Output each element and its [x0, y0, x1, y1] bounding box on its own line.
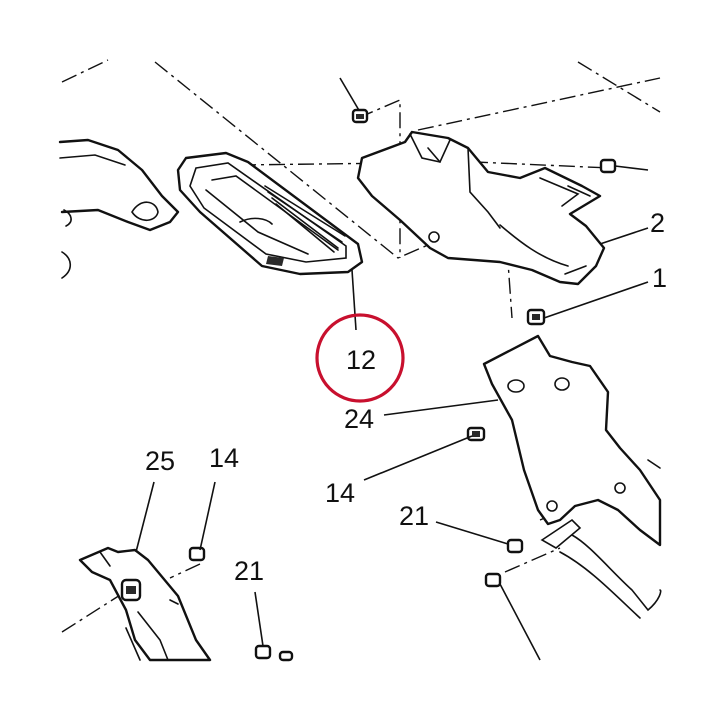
screw-top: [339, 77, 369, 124]
cover-part-2: [356, 130, 606, 286]
vent-grille-part-12: [176, 151, 364, 276]
lower-bracket: [482, 334, 662, 619]
callout-24-label: 24: [344, 404, 374, 434]
screw-14-right: [466, 426, 486, 442]
callout-1-label: 1: [652, 263, 667, 293]
bracket-part-25: [78, 546, 212, 662]
callout-12-highlight-circle: [315, 313, 405, 403]
screw-lower-right: [484, 572, 502, 588]
grille-slats: [264, 185, 346, 253]
screw-14-left: [188, 546, 206, 562]
screw-21-left: [254, 644, 294, 662]
callout-21-right-label: 21: [399, 501, 429, 531]
screw-right-upper: [599, 158, 649, 174]
screw-21-right: [506, 538, 524, 554]
left-fairing-part: [58, 138, 180, 279]
callout-21-left-label: 21: [234, 556, 264, 586]
leader-lines: [135, 227, 649, 661]
callout-25-label: 25: [145, 446, 175, 476]
callout-14-left-label: 14: [209, 443, 239, 473]
callout-14-right-label: 14: [325, 478, 355, 508]
callout-2-label: 2: [650, 208, 665, 238]
screw-part-1: [526, 281, 649, 326]
callout-12-label: 12: [346, 345, 376, 375]
